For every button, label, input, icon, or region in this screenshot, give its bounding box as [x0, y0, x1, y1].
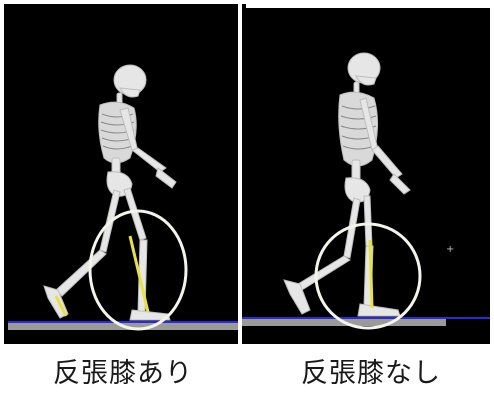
panel-right: + [242, 8, 490, 344]
muscle-right [370, 240, 372, 308]
panel-left [4, 4, 246, 344]
panel-divider [238, 4, 242, 344]
caption-without-genu-recurvatum: 反張膝なし [248, 356, 494, 392]
marker-plus: + [446, 244, 454, 255]
caption-with-genu-recurvatum: 反張膝あり [0, 356, 246, 392]
